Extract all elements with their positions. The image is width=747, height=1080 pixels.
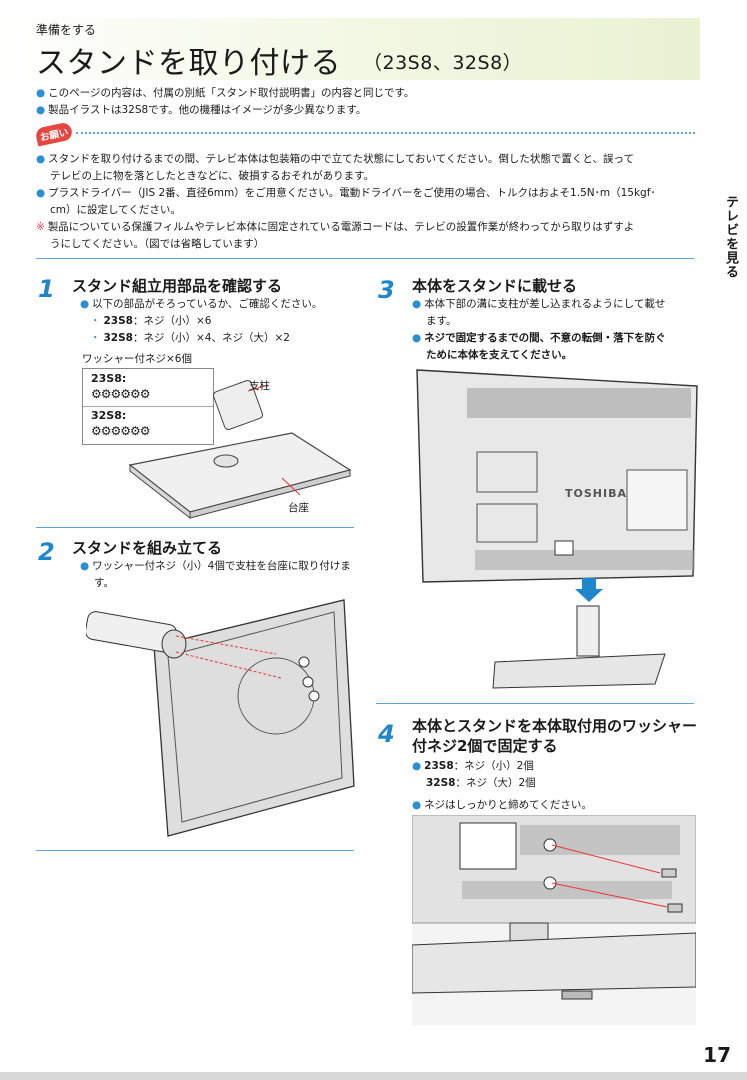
bullet-icon: ● [36, 153, 46, 165]
stand-parts-illustration [128, 379, 352, 520]
dot-icon: ・ [90, 315, 101, 327]
bullet-icon: ● [412, 760, 422, 772]
caution-badge: お願い [34, 121, 74, 147]
parts-box: 23S8: ⚙⚙⚙⚙⚙⚙ 32S8: ⚙⚙⚙⚙⚙⚙ [82, 368, 214, 445]
step-2-number: 2 [38, 538, 55, 566]
screw-set-b-icon: ⚙⚙⚙⚙⚙⚙ [91, 424, 151, 438]
bottom-bar [0, 1072, 747, 1080]
step-4-body: ●23S8：ネジ（小）2個 32S8：ネジ（大）2個 ●ネジはしっかりと締めてく… [412, 760, 592, 811]
sidebar-chapter-label: テレビを見る [723, 195, 738, 279]
step-2-title: スタンドを組み立てる [72, 539, 223, 557]
page-number: 17 [703, 1043, 731, 1067]
screw-fixing-illustration [412, 815, 696, 1025]
asterisk-icon: ※ [36, 221, 45, 233]
pillar-label: 支柱 [249, 380, 270, 392]
step-divider [36, 850, 354, 851]
step-4-number: 4 [378, 720, 395, 748]
page-title-models: （23S8、32S8） [363, 52, 523, 74]
tv-brand-logo: TOSHIBA [565, 487, 627, 500]
header-band [0, 18, 700, 80]
step-3-number: 3 [378, 276, 395, 304]
bullet-icon: ● [80, 560, 90, 572]
intro-notes: ●このページの内容は、付属の別紙「スタンド取付説明書」の内容と同じです。 ●製品… [36, 85, 696, 119]
step-4-title: 本体とスタンドを本体取付用のワッシャー 付ネジ2個で固定する [412, 717, 698, 755]
step-1-body: ●以下の部品がそろっているか、ご確認ください。 ・23S8：ネジ（小）×6 ・3… [80, 298, 323, 344]
base-label: 台座 [288, 502, 309, 514]
tv-back-illustration [416, 369, 698, 689]
section-label: 準備をする [36, 23, 97, 37]
caution-item: ●スタンドを取り付けるまでの間、テレビ本体は包装箱の中で立てた状態にしておいてく… [36, 153, 634, 182]
bullet-icon: ● [36, 87, 46, 99]
page-title-text: スタンドを取り付ける [36, 46, 341, 81]
intro-note: ●製品イラストは32S8です。他の機種はイメージが多少異なります。 [36, 104, 367, 116]
caution-notes: ●スタンドを取り付けるまでの間、テレビ本体は包装箱の中で立てた状態にしておいてく… [36, 151, 701, 253]
step-2-body: ●ワッシャー付ネジ（小）4個で支柱を台座に取り付けま す。 [80, 560, 351, 589]
bullet-icon: ● [412, 298, 422, 310]
parts-box-32s8-label: 32S8: [91, 409, 127, 422]
intro-note: ●このページの内容は、付属の別紙「スタンド取付説明書」の内容と同じです。 [36, 87, 415, 99]
section-divider [36, 258, 694, 259]
step-1-title: スタンド組立用部品を確認する [72, 277, 283, 295]
bullet-icon: ● [36, 187, 46, 199]
parts-box-23s8-label: 23S8: [91, 372, 127, 385]
washer-screw-caption: ワッシャー付ネジ×6個 [82, 353, 192, 365]
caution-item: ●プラスドライバー（JIS 2番、直径6mm）をご用意ください。電動ドライバーを… [36, 187, 656, 216]
bullet-icon: ● [412, 332, 422, 344]
parts-box-divider [83, 406, 213, 407]
step-divider [36, 527, 354, 528]
dot-icon: ・ [90, 332, 101, 344]
bullet-icon: ● [80, 298, 90, 310]
bullet-icon: ● [412, 799, 422, 811]
caution-dotted-rule [76, 132, 695, 134]
stand-assembly-illustration [86, 599, 355, 837]
step-3-body: ●本体下部の溝に支柱が差し込まれるようにして載せ ます。 ●ネジで固定するまでの… [412, 298, 666, 361]
caution-item: ※製品についている保護フィルムやテレビ本体に固定されている電源コードは、テレビの… [36, 221, 635, 250]
screw-set-a-icon: ⚙⚙⚙⚙⚙⚙ [91, 387, 151, 401]
step-3-title: 本体をスタンドに載せる [412, 277, 578, 295]
step-1-number: 1 [38, 275, 55, 303]
page-title: スタンドを取り付ける （23S8、32S8） [36, 38, 522, 82]
step-divider [376, 703, 694, 704]
bullet-icon: ● [36, 104, 46, 116]
